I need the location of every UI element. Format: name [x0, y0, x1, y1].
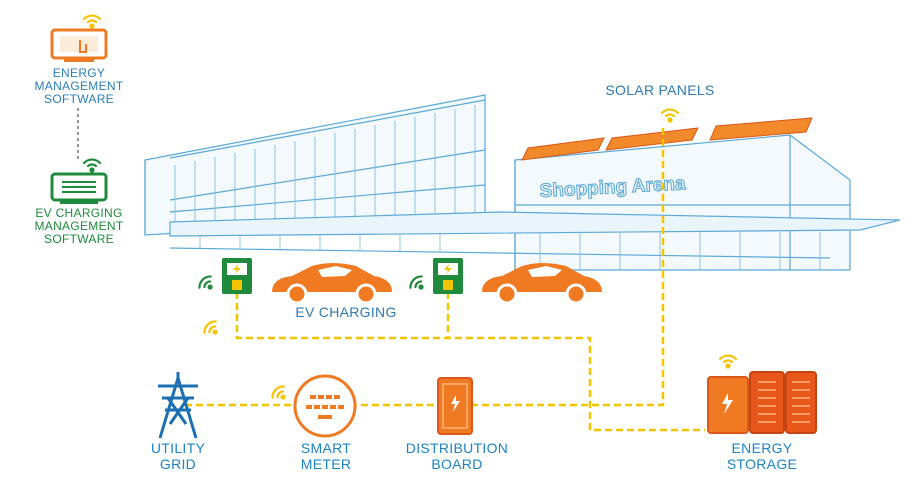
- distribution-board-label: DISTRIBUTION BOARD: [392, 440, 522, 472]
- wifi-icon: [409, 275, 424, 290]
- wifi-icon: [718, 354, 738, 369]
- touch-screen-icon: [50, 28, 108, 62]
- label-line: METER: [300, 456, 352, 472]
- charging-station-icon: [222, 258, 252, 294]
- transmission-tower-icon: [158, 372, 198, 439]
- label-line: DISTRIBUTION: [405, 440, 509, 456]
- label-line: STORAGE: [726, 456, 798, 472]
- wifi-icon: [82, 158, 102, 173]
- label-line: UTILITY: [150, 440, 206, 456]
- utility-grid-label: UTILITY GRID: [138, 440, 218, 472]
- label-line: MANAGEMENT: [34, 219, 124, 233]
- label-line: BOARD: [431, 456, 483, 472]
- solar-panel-icon: [709, 117, 813, 141]
- wifi-icon: [82, 14, 102, 29]
- wifi-icon: [198, 275, 213, 290]
- label-line: SOFTWARE: [44, 92, 114, 106]
- smart-meter-label: SMART METER: [286, 440, 366, 472]
- car-icon: [272, 263, 392, 305]
- solar-panel-array: [521, 117, 813, 161]
- shopping-arena-building: [144, 94, 901, 271]
- battery-storage-icon: [707, 371, 817, 434]
- monitor-icon: [50, 172, 108, 204]
- energy-storage-label: ENERGY STORAGE: [712, 440, 812, 472]
- label-line: SMART: [300, 440, 352, 456]
- energy-management-software-label: ENERGY MANAGEMENT SOFTWARE: [30, 67, 128, 106]
- label-line: SOFTWARE: [44, 232, 114, 246]
- power-wiring: [185, 128, 705, 432]
- solar-panels-label: SOLAR PANELS: [605, 82, 715, 98]
- smart-meter-icon: [293, 374, 357, 438]
- distribution-board-icon: [437, 377, 473, 435]
- wifi-icon: [271, 385, 286, 400]
- label-line: GRID: [159, 456, 197, 472]
- charging-station-icon: [433, 258, 463, 294]
- label-line: MANAGEMENT: [34, 79, 124, 93]
- label-line: EV CHARGING: [35, 206, 123, 220]
- wifi-icon: [203, 320, 218, 335]
- ev-charging-label: EV CHARGING: [295, 304, 397, 320]
- wifi-icon: [660, 108, 680, 123]
- ev-charging-management-software-label: EV CHARGING MANAGEMENT SOFTWARE: [26, 207, 132, 246]
- solar-panel-icon: [521, 137, 605, 161]
- car-icon: [482, 263, 602, 305]
- label-line: ENERGY: [731, 440, 793, 456]
- label-line: ENERGY: [52, 66, 106, 80]
